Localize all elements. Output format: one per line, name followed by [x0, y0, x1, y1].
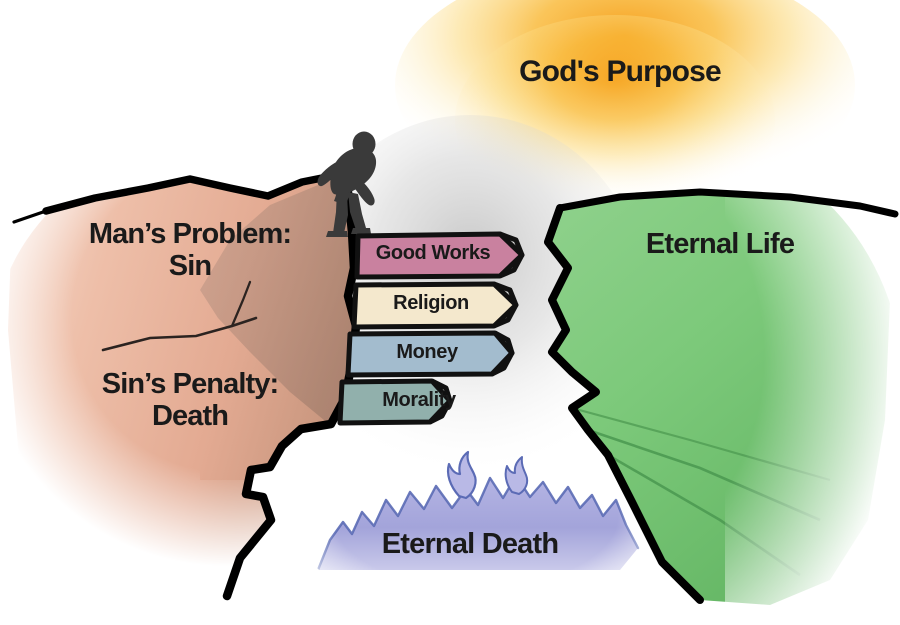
- eternal-life-cliff-outline: [544, 188, 899, 604]
- banner-morality[interactable]: [337, 378, 453, 426]
- banner-religion[interactable]: [351, 281, 519, 330]
- eternal-death-mountains: [316, 450, 640, 572]
- banner-money[interactable]: [345, 330, 515, 378]
- banner-good-works[interactable]: [354, 231, 525, 280]
- mans-problem-cliff: [8, 180, 354, 600]
- man-silhouette: [317, 131, 377, 237]
